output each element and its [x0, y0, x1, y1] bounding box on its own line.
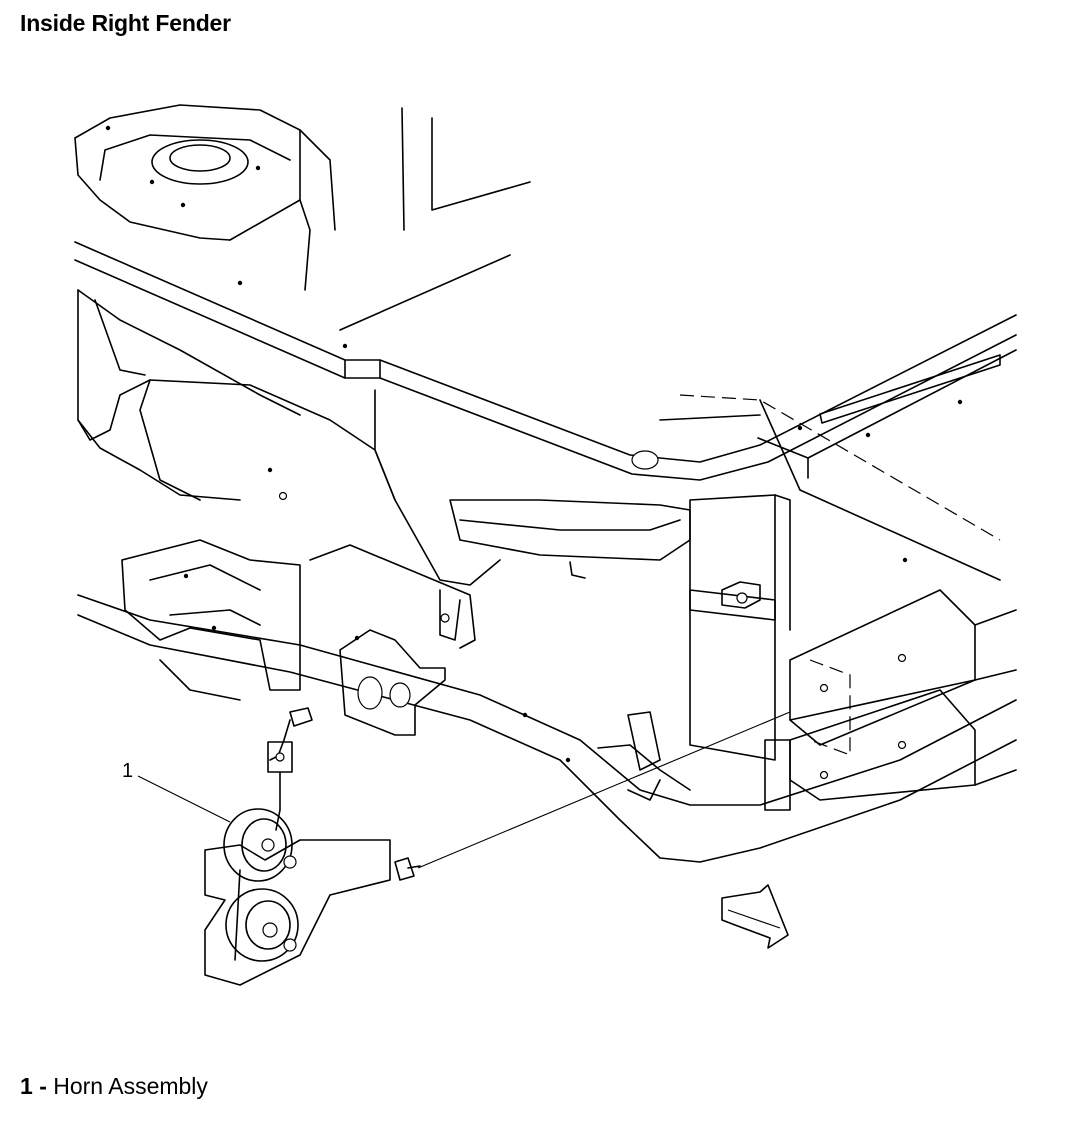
- lower-left-bracket: [121, 539, 476, 691]
- lower-frame-rail: [77, 594, 1017, 863]
- radiator-support: [439, 494, 791, 761]
- strut-tower: [74, 104, 336, 291]
- callout-number-1: 1: [122, 760, 133, 782]
- fender-apron: [77, 289, 501, 586]
- reference-lines: [339, 107, 531, 331]
- legend-item-label: Horn Assembly: [53, 1073, 208, 1099]
- legend-item-number: 1: [20, 1073, 33, 1099]
- vehicle-front-arrow: [721, 884, 789, 949]
- exploded-view-diagram: 1: [74, 104, 1017, 986]
- frame-bracket: [339, 629, 446, 736]
- bumper-bracket: [764, 589, 1017, 811]
- retainer-clip: [597, 711, 691, 801]
- legend-item-separator: -: [39, 1073, 47, 1099]
- callout-leader-1: [137, 775, 231, 823]
- right-frame-rail: [659, 394, 1001, 581]
- alignment-leader-line: [417, 711, 791, 869]
- horn-assembly: [204, 707, 421, 986]
- legend: 1 - Horn Assembly: [20, 1073, 208, 1100]
- legend-item: 1 - Horn Assembly: [20, 1073, 208, 1100]
- upper-tie-bar: [74, 241, 1017, 481]
- page-title: Inside Right Fender: [20, 10, 231, 36]
